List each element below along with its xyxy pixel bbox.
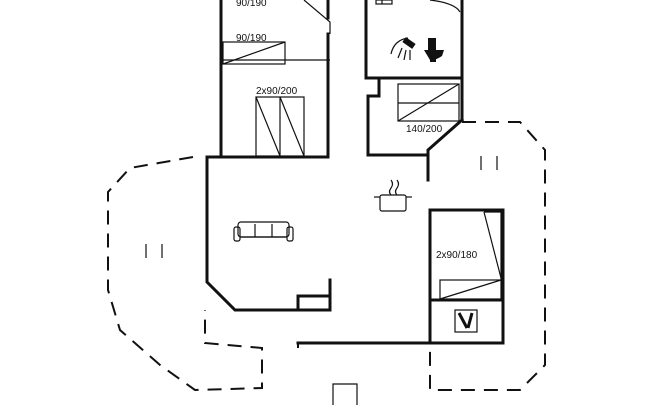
shower-icon [390, 37, 416, 61]
bed-double-label: 140/200 [406, 124, 443, 135]
bed-top-label: 90/190 [236, 0, 267, 9]
window-marks [145, 156, 498, 258]
bed-bunk-right-label: 2x90/180 [436, 250, 478, 261]
sofa-icon [233, 221, 294, 242]
entrance-step [332, 383, 358, 405]
utility-icon [454, 309, 478, 333]
door-arc [429, 0, 461, 13]
cooking-pot-icon [374, 179, 412, 212]
bed-upper [222, 41, 286, 65]
terrace-outline [107, 121, 546, 392]
bed-bunk-right [439, 211, 502, 300]
bed-upper-label: 90/190 [236, 33, 267, 44]
walls [205, 0, 505, 345]
bed-top-shape [303, 0, 331, 34]
bed-bunk-middle-label: 2x90/200 [256, 86, 298, 97]
bed-double [397, 83, 460, 122]
sink-icon [375, 0, 393, 5]
bed-bunk-middle [255, 96, 305, 157]
toilet-icon [424, 38, 444, 62]
